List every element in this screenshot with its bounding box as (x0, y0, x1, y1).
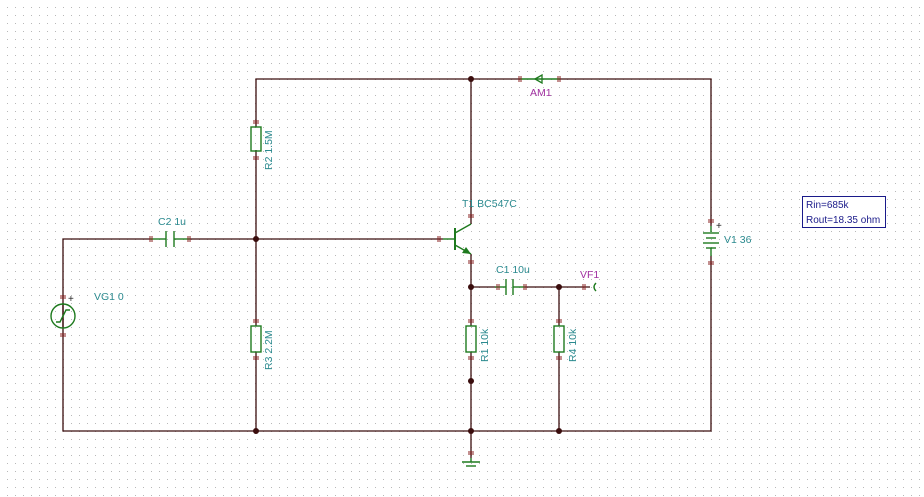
rout-result: Rout=18.35 ohm (806, 215, 881, 226)
capacitor-c2[interactable]: C2 1u (150, 216, 190, 247)
resistor-r1[interactable]: R1 10k (465, 325, 491, 362)
resistor-r2[interactable]: R2 1.5M (250, 126, 275, 170)
ammeter-am1[interactable]: AM1 (520, 73, 560, 99)
battery-plus-mark: + (716, 221, 722, 232)
ammeter-arrow-icon (533, 73, 543, 85)
resistor-r3-body (250, 325, 262, 353)
transistor-t1[interactable]: T1 BC547C (443, 198, 517, 255)
voltmeter-vf1-label: VF1 (580, 269, 599, 281)
transistor-t1-label: T1 BC547C (462, 198, 517, 210)
probe-icon (593, 282, 597, 292)
rin-result: Rin=685k (806, 200, 849, 211)
voltmeter-vf1[interactable]: VF1 (580, 269, 599, 292)
resistor-r4-label: R4 10k (567, 328, 579, 362)
signal-generator-vg1-label: VG1 0 (94, 291, 124, 303)
junction-nodes (253, 76, 562, 434)
analysis-results-box[interactable]: Rin=685k Rout=18.35 ohm (802, 196, 886, 228)
signal-generator-vg1[interactable]: + VG1 0 (50, 291, 124, 329)
wires (62, 78, 712, 458)
battery-v1-label: V1 36 (724, 234, 752, 246)
resistor-r3[interactable]: R3 2.2M (250, 325, 275, 370)
resistor-r1-body (465, 325, 477, 353)
resistor-r4[interactable]: R4 10k (553, 325, 579, 362)
capacitor-c1-label: C1 10u (496, 264, 530, 276)
battery-v1[interactable]: + V1 36 (703, 221, 752, 256)
emitter-arrow-icon (462, 247, 471, 254)
pin-marks (60, 76, 714, 455)
resistor-r4-body (553, 325, 565, 353)
ground-symbol (462, 458, 480, 467)
resistor-r1-label: R1 10k (479, 328, 491, 362)
resistor-r2-body (250, 126, 262, 152)
signal-generator-icon (50, 303, 76, 329)
resistor-r2-label: R2 1.5M (263, 130, 275, 170)
capacitor-c2-label: C2 1u (158, 216, 186, 228)
resistor-r3-label: R3 2.2M (263, 330, 275, 370)
ammeter-am1-label: AM1 (530, 87, 552, 99)
generator-plus-mark: + (68, 294, 74, 305)
